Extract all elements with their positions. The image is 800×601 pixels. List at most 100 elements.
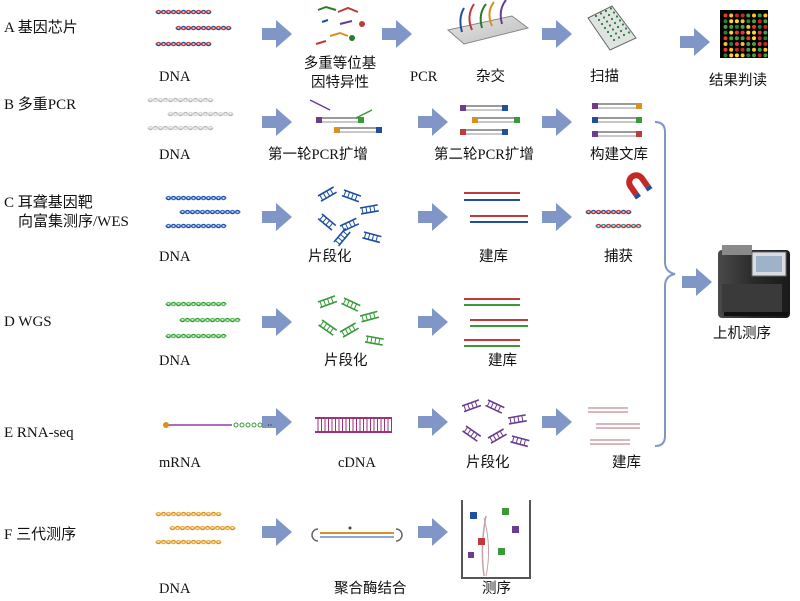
row-a-step-hybridization: 杂交 — [476, 69, 505, 85]
dna-fragment — [364, 335, 384, 346]
mrna-strand-icon — [163, 422, 272, 428]
heatmap-spot — [723, 30, 728, 35]
heatmap-spot — [723, 36, 728, 41]
chip-spot — [612, 38, 616, 42]
heatmap-spot — [734, 47, 739, 52]
dna-fragment — [359, 310, 380, 323]
chip-spot — [627, 31, 631, 34]
row-b-step-dna: DNA — [159, 147, 191, 163]
chip-spot — [624, 27, 628, 30]
chip-spot — [606, 30, 610, 34]
row-e-step-mrna: mRNA — [159, 455, 201, 471]
heatmap-spot — [729, 36, 734, 41]
row-d-step-dna: DNA — [159, 353, 191, 369]
chip-spot — [613, 21, 617, 25]
row-f-step-polymerase: 聚合酶结合 — [334, 581, 407, 597]
dna-helix-icon — [155, 9, 212, 15]
row-b-step-second-pcr: 第二轮PCR扩增 — [434, 147, 534, 163]
cdna-icon — [315, 417, 392, 433]
flow-arrows — [262, 20, 712, 546]
heatmap-spot — [752, 53, 756, 58]
rna-fragment — [485, 399, 505, 414]
row-b-step-library: 构建文库 — [590, 147, 648, 163]
dna-helix-icon — [595, 223, 642, 229]
pcr-amplicon — [316, 117, 364, 123]
polya-bead — [251, 422, 257, 428]
dna-fragment — [317, 186, 337, 202]
sequencer-machine-icon — [718, 245, 790, 318]
row-f-label: F 三代测序 — [4, 527, 77, 543]
dna-helix-icon — [179, 209, 241, 215]
heatmap-spot — [729, 30, 734, 35]
dna-fragment — [341, 297, 361, 312]
heatmap-spot — [740, 42, 745, 46]
rna-fragment — [462, 425, 482, 442]
flow-arrow-17 — [418, 518, 448, 546]
heatmap-spot — [757, 30, 762, 35]
primer — [309, 99, 331, 111]
row-e-label: E RNA-seq — [4, 425, 74, 441]
dna-helix-icon — [155, 41, 212, 47]
row-b-step-first-pcr: 第一轮PCR扩增 — [268, 147, 368, 163]
heatmap-spot — [729, 24, 734, 29]
polya-bead — [233, 422, 239, 428]
heatmap-spot — [746, 36, 751, 41]
dna-helices — [147, 9, 642, 545]
flow-arrow-1 — [262, 20, 292, 48]
chip-spot — [608, 24, 612, 27]
dna-helix-icon — [147, 125, 214, 131]
heatmap-spot — [746, 24, 751, 29]
chip-spot — [597, 18, 601, 22]
row-c-label-line2: 向富集测序/WES — [18, 214, 129, 230]
chip-spot — [621, 23, 625, 26]
heatmap-spot — [729, 19, 734, 24]
flow-arrow-10 — [542, 203, 572, 231]
flow-arrow-11 — [262, 308, 292, 336]
flow-arrow-2 — [382, 20, 412, 48]
row-d-step-fragmentation: 片段化 — [324, 353, 368, 369]
heatmap-spot — [757, 42, 762, 46]
row-d-step-library: 建库 — [488, 353, 517, 369]
dna-helix-icon — [169, 525, 236, 531]
row-c-step-dna: DNA — [159, 249, 191, 265]
heatmap-spot — [763, 13, 768, 18]
merge-brace — [654, 121, 676, 447]
dna-helix-icon — [167, 111, 234, 117]
row-c-step-library: 建库 — [479, 249, 508, 265]
heatmap-spot — [763, 19, 768, 24]
heatmap-spot — [723, 42, 728, 46]
chip-spot — [604, 9, 608, 13]
flow-arrow-16 — [262, 518, 292, 546]
library-fragment — [592, 103, 642, 109]
row-a-step-multiplex-line2: 因特异性 — [311, 75, 369, 91]
row-d-label: D WGS — [4, 314, 52, 330]
heatmap-spot — [734, 19, 739, 24]
library-fragment — [592, 131, 642, 137]
row-a-step-dna: DNA — [159, 69, 191, 85]
heatmap-spot — [740, 53, 745, 58]
heatmap-spot — [757, 19, 762, 24]
chip-spot — [602, 16, 606, 19]
dna-helix-icon — [165, 195, 227, 201]
heatmap-spot — [740, 19, 745, 24]
heatmap-spot — [746, 13, 751, 18]
row-a-step-result: 结果判读 — [709, 73, 767, 89]
heatmap-spot — [734, 36, 739, 41]
row-e-step-library: 建库 — [612, 455, 641, 471]
nanopore-well-icon — [461, 500, 531, 579]
chip-spot — [615, 15, 619, 18]
dna-fragment — [333, 227, 351, 247]
dna-helix-icon — [165, 333, 227, 339]
rna-fragment — [510, 435, 530, 448]
sequencer-label: 上机测序 — [713, 326, 771, 342]
chip-spot — [599, 12, 603, 15]
row-f-step-sequencing: 测序 — [482, 581, 511, 597]
flow-arrow-7 — [542, 108, 572, 136]
dna-fragment — [339, 322, 359, 338]
dna-helix-icon — [585, 209, 632, 215]
rna-fragment — [487, 428, 507, 444]
row-a-step-scan: 扫描 — [590, 69, 619, 85]
heatmap-spot — [763, 24, 768, 29]
heatmap-spot — [734, 53, 739, 58]
